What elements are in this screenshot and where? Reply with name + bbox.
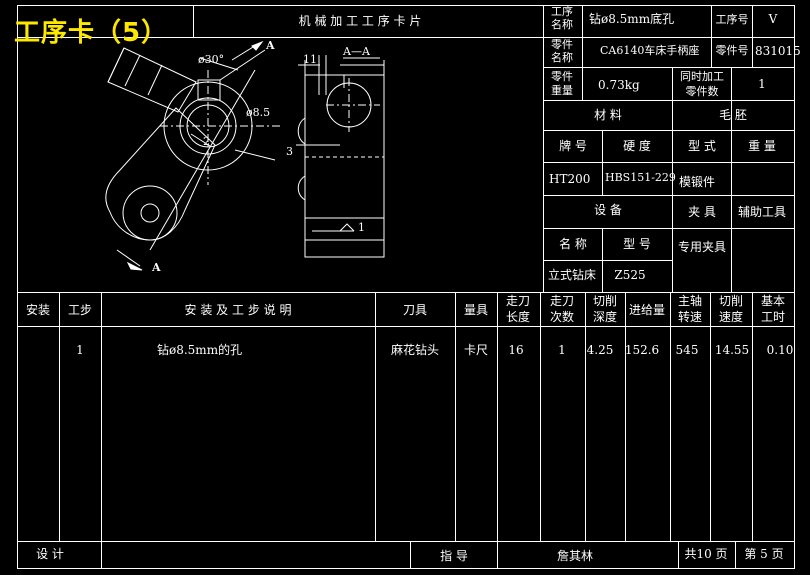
section-arrow-a-top: A: [266, 39, 275, 52]
simul-label-2: 零件数: [685, 85, 719, 98]
section-arrow-a-bottom: A: [152, 261, 161, 274]
simul-value: 1: [758, 77, 766, 91]
guide-name: 詹其林: [556, 549, 594, 563]
type-label: 型 式: [688, 139, 716, 153]
op-name-value: 钻ø8.5mm底孔: [589, 12, 675, 26]
machine-model-label: 型 号: [623, 237, 651, 251]
col-feed-length-2: 长度: [505, 310, 531, 324]
col-feed-length-1: 走刀: [505, 294, 531, 308]
procedure-card-title: 工序卡（5）: [14, 18, 169, 48]
step-gauge: 卡尺: [463, 343, 489, 357]
col-feed: 进给量: [628, 303, 666, 317]
machine-name-label: 名 称: [559, 237, 587, 251]
step-cut-speed: 14.55: [714, 343, 750, 357]
step-passes: 1: [558, 343, 566, 357]
page-total: 共10 页: [684, 547, 728, 561]
callout-2: 2: [203, 135, 210, 148]
machine-model: Z525: [614, 268, 646, 282]
part-name-value: CA6140车床手柄座: [600, 44, 700, 57]
part-no-label: 零件号: [715, 44, 749, 57]
blank-label: 毛 胚: [719, 108, 747, 122]
step-depth: 4.25: [586, 343, 614, 357]
part-weight-label-2: 重量: [551, 84, 573, 97]
callout-1: 1: [358, 221, 365, 234]
col-cut-speed-2: 速度: [718, 310, 744, 324]
part-drawing: [105, 40, 280, 271]
hardness-label: 硬 度: [623, 139, 651, 153]
col-passes-1: 走刀: [549, 294, 575, 308]
equipment-label: 设 备: [594, 203, 622, 217]
section-view: [296, 55, 385, 258]
simul-label-1: 同时加工: [680, 70, 724, 83]
design-label: 设 计: [36, 547, 64, 561]
op-name-label-2: 名称: [551, 18, 573, 31]
step-feed: 152.6: [624, 343, 660, 357]
col-time-2: 工时: [760, 310, 786, 324]
sheet-border: [17, 5, 795, 569]
col-cut-speed-1: 切削: [718, 294, 744, 308]
aux-tool-label: 辅助工具: [737, 205, 787, 219]
diameter-dimension: ø8.5: [246, 106, 271, 119]
part-weight-label-1: 零件: [551, 70, 573, 83]
col-gauge: 量具: [463, 303, 489, 317]
hardness-value: HBS151-229: [605, 171, 676, 184]
col-step: 工步: [67, 303, 93, 317]
op-name-label-1: 工序: [551, 5, 573, 18]
col-speed-1: 主轴: [677, 294, 703, 308]
step-tool: 麻花钻头: [390, 343, 440, 357]
op-no-label: 工序号: [715, 13, 749, 26]
col-passes-2: 次数: [549, 310, 575, 324]
guide-label: 指 导: [440, 549, 468, 563]
col-time-1: 基本: [760, 294, 786, 308]
callout-3: 3: [286, 145, 293, 158]
part-name-label-2: 名称: [551, 51, 573, 64]
weight-label: 重 量: [748, 139, 776, 153]
sheet-title: 机 械 加 工 工 序 卡 片: [298, 14, 422, 28]
section-label: A—A: [343, 45, 370, 58]
step-description: 钻ø8.5mm的孔: [157, 343, 243, 357]
fixture-label: 夹 具: [688, 205, 716, 219]
grade-label: 牌 号: [559, 139, 587, 153]
col-description: 安 装 及 工 步 说 明: [184, 303, 292, 317]
type-value: 模锻件: [679, 175, 716, 189]
step-time: 0.10: [766, 343, 794, 357]
col-tool: 刀具: [402, 303, 428, 317]
dim-11: 11: [303, 53, 317, 66]
step-feed-length: 16: [508, 343, 524, 357]
machine-name: 立式钻床: [547, 268, 597, 282]
part-weight-value: 0.73kg: [598, 78, 640, 92]
part-no-value: 831015: [755, 44, 801, 58]
page-number: 第 5 页: [744, 547, 784, 561]
special-fixture: 专用夹具: [677, 240, 727, 254]
col-speed-2: 转速: [677, 310, 703, 324]
step-speed: 545: [675, 343, 699, 357]
part-name-label-1: 零件: [551, 38, 573, 51]
step-number: 1: [76, 343, 84, 357]
col-depth-1: 切削: [592, 294, 618, 308]
material-label: 材 料: [594, 108, 622, 122]
grade-value: HT200: [549, 172, 591, 186]
col-depth-2: 深度: [592, 310, 618, 324]
col-install: 安装: [25, 303, 51, 317]
angle-dimension: ø30°: [198, 53, 225, 66]
op-no-value: V: [768, 12, 778, 26]
